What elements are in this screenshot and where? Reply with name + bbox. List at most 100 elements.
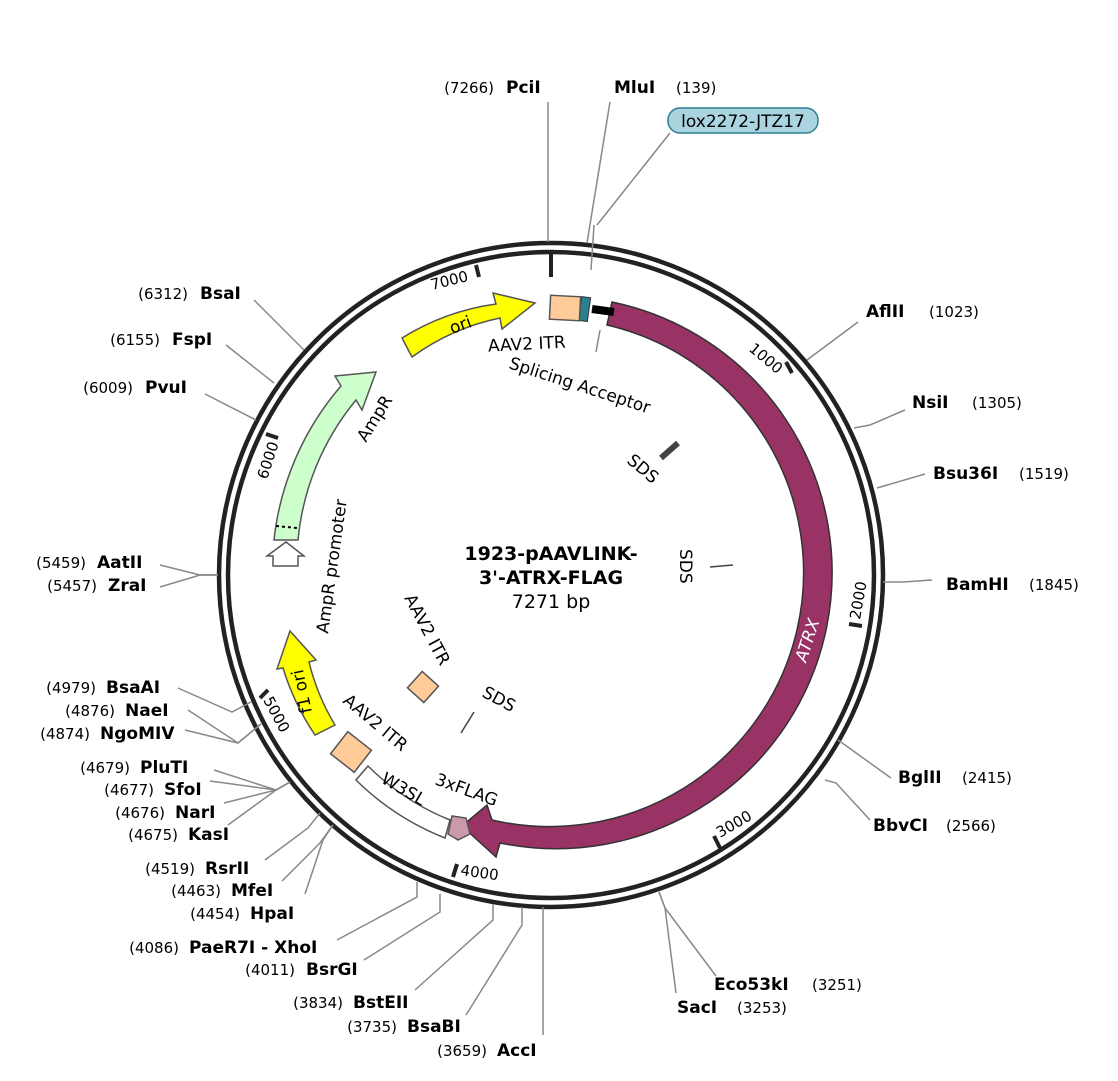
svg-text:(6312): (6312) — [138, 285, 188, 303]
site-nsii: NsiI(1305) — [912, 393, 1022, 413]
svg-text:PciI: PciI — [506, 78, 541, 98]
ampr-promoter-label: AmpR promoter — [313, 498, 352, 635]
svg-text:(4676): (4676) — [115, 804, 165, 822]
title-length: 7271 bp — [512, 591, 591, 613]
svg-text:AatII: AatII — [97, 553, 142, 573]
svg-text:(3735): (3735) — [347, 1018, 397, 1036]
svg-text:(7266): (7266) — [444, 79, 494, 97]
ruler-label-6000: 6000 — [254, 439, 283, 481]
flag-label: 3xFLAG — [432, 770, 500, 811]
svg-text:(5459): (5459) — [36, 554, 86, 572]
site-bamhi: BamHI(1845) — [946, 575, 1079, 595]
site-bsrgi: (4011)BsrGI — [245, 960, 358, 980]
ruler-label-4000: 4000 — [459, 861, 499, 884]
svg-text:AflII: AflII — [866, 302, 904, 322]
sds-label-3: SDS — [479, 683, 519, 717]
svg-text:(2415): (2415) — [962, 769, 1012, 787]
svg-text:(4876): (4876) — [65, 702, 115, 720]
lox-label-pill[interactable]: lox2272-JTZ17 — [590, 107, 819, 271]
svg-text:BsaI: BsaI — [200, 284, 241, 304]
svg-text:(1519): (1519) — [1019, 465, 1069, 483]
site-mlui: MluI (139) — [614, 78, 716, 98]
svg-text:HpaI: HpaI — [250, 904, 294, 924]
svg-text:BstEII: BstEII — [353, 993, 408, 1013]
site-ngomiv: (4874)NgoMIV — [40, 724, 175, 744]
svg-text:FspI: FspI — [172, 330, 212, 350]
ruler-tick-1000 — [784, 361, 794, 374]
site-bsaai: (4979) BsaAI — [46, 678, 160, 698]
svg-text:(1305): (1305) — [972, 394, 1022, 412]
svg-text:(1023): (1023) — [929, 303, 979, 321]
site-leader-lines — [159, 101, 933, 1035]
svg-text:(139): (139) — [676, 79, 716, 97]
ruler-tick-3000 — [712, 835, 722, 849]
title-line1: 1923-pAAVLINK- — [464, 543, 637, 565]
svg-text:(3834): (3834) — [293, 994, 343, 1012]
ruler-label-3000: 3000 — [713, 807, 755, 842]
ruler-tick-6000 — [265, 432, 279, 440]
site-bsteii: (3834) BstEII — [293, 993, 408, 1013]
ruler-label-5000: 5000 — [259, 693, 293, 735]
svg-text:(4675): (4675) — [128, 826, 178, 844]
svg-text:(5457): (5457) — [47, 577, 97, 595]
aav2-itr-mid-feature[interactable]: AAV2 ITR — [400, 591, 454, 704]
site-naei: (4876) NaeI — [65, 701, 168, 721]
aav2-itr-bottom-feature[interactable]: AAV2 ITR — [329, 691, 412, 774]
site-nari: (4676)NarI — [115, 803, 215, 823]
site-pvui: (6009)PvuI — [83, 378, 187, 398]
ori-feature[interactable]: ori — [401, 291, 537, 359]
svg-text:NgoMIV: NgoMIV — [100, 724, 175, 744]
site-aatii: (5459) AatII — [36, 553, 142, 573]
svg-text:Bsu36I: Bsu36I — [933, 464, 998, 484]
ruler-label-7000: 7000 — [429, 267, 470, 294]
svg-text:MfeI: MfeI — [231, 881, 273, 901]
sds-feature-3: SDS — [460, 683, 519, 734]
svg-text:(4086): (4086) — [129, 939, 179, 957]
site-bsai: (6312) BsaI — [138, 284, 241, 304]
site-sfoi: (4677) SfoI — [104, 780, 202, 800]
site-bbvci: BbvCI(2566) — [873, 816, 996, 836]
svg-text:AccI: AccI — [497, 1041, 537, 1061]
svg-text:(3253): (3253) — [737, 999, 787, 1017]
svg-text:BglII: BglII — [898, 768, 942, 788]
svg-text:KasI: KasI — [188, 825, 229, 845]
site-bsu36i: Bsu36I (1519) — [933, 464, 1069, 484]
svg-text:(2566): (2566) — [946, 817, 996, 835]
svg-text:BsaAI: BsaAI — [106, 678, 160, 698]
ruler-tick-4000 — [451, 863, 459, 878]
splicing-acceptor-label: Splicing Acceptor — [506, 354, 652, 419]
aav2-itr-top-feature[interactable] — [548, 294, 582, 322]
svg-text:(4463): (4463) — [171, 882, 221, 900]
svg-text:(4011): (4011) — [245, 961, 295, 979]
sds-label-1: SDS — [623, 451, 662, 489]
svg-text:RsrII: RsrII — [205, 859, 249, 879]
site-paer7i-xhoi: (4086)PaeR7I - XhoI — [129, 938, 317, 958]
svg-text:(4679): (4679) — [80, 759, 130, 777]
svg-text:BsaBI: BsaBI — [407, 1017, 461, 1037]
svg-text:(4454): (4454) — [190, 905, 240, 923]
site-kasi: (4675) KasI — [128, 825, 229, 845]
aav2-itr-top-label: AAV2 ITR — [488, 333, 567, 357]
svg-text:PluTI: PluTI — [140, 758, 188, 778]
site-saci: SacI(3253) — [677, 998, 787, 1018]
sds-label-2: SDS — [675, 549, 695, 584]
svg-text:SfoI: SfoI — [164, 780, 202, 800]
site-hpai: (4454) HpaI — [190, 904, 294, 924]
site-mfei: (4463) MfeI — [171, 881, 273, 901]
svg-text:(3251): (3251) — [812, 976, 862, 994]
site-pluti: (4679) PluTI — [80, 758, 188, 778]
site-bsabi: (3735) BsaBI — [347, 1017, 461, 1037]
site-fspi: (6155)FspI — [110, 330, 212, 350]
restriction-sites: (7266) PciI MluI (139) AflII (1023) NsiI(13… — [36, 78, 1079, 1061]
aav2-itr-mid-label: AAV2 ITR — [400, 591, 454, 669]
svg-text:(4677): (4677) — [104, 781, 154, 799]
svg-text:MluI: MluI — [614, 78, 655, 98]
site-aflii: AflII (1023) — [866, 302, 979, 322]
svg-text:ZraI: ZraI — [108, 576, 147, 596]
site-pcii: (7266) PciI — [444, 78, 541, 98]
ruler-tick-2000 — [848, 622, 863, 628]
svg-text:(6009): (6009) — [83, 379, 133, 397]
svg-text:(4979): (4979) — [46, 679, 96, 697]
svg-text:NaeI: NaeI — [125, 701, 169, 721]
